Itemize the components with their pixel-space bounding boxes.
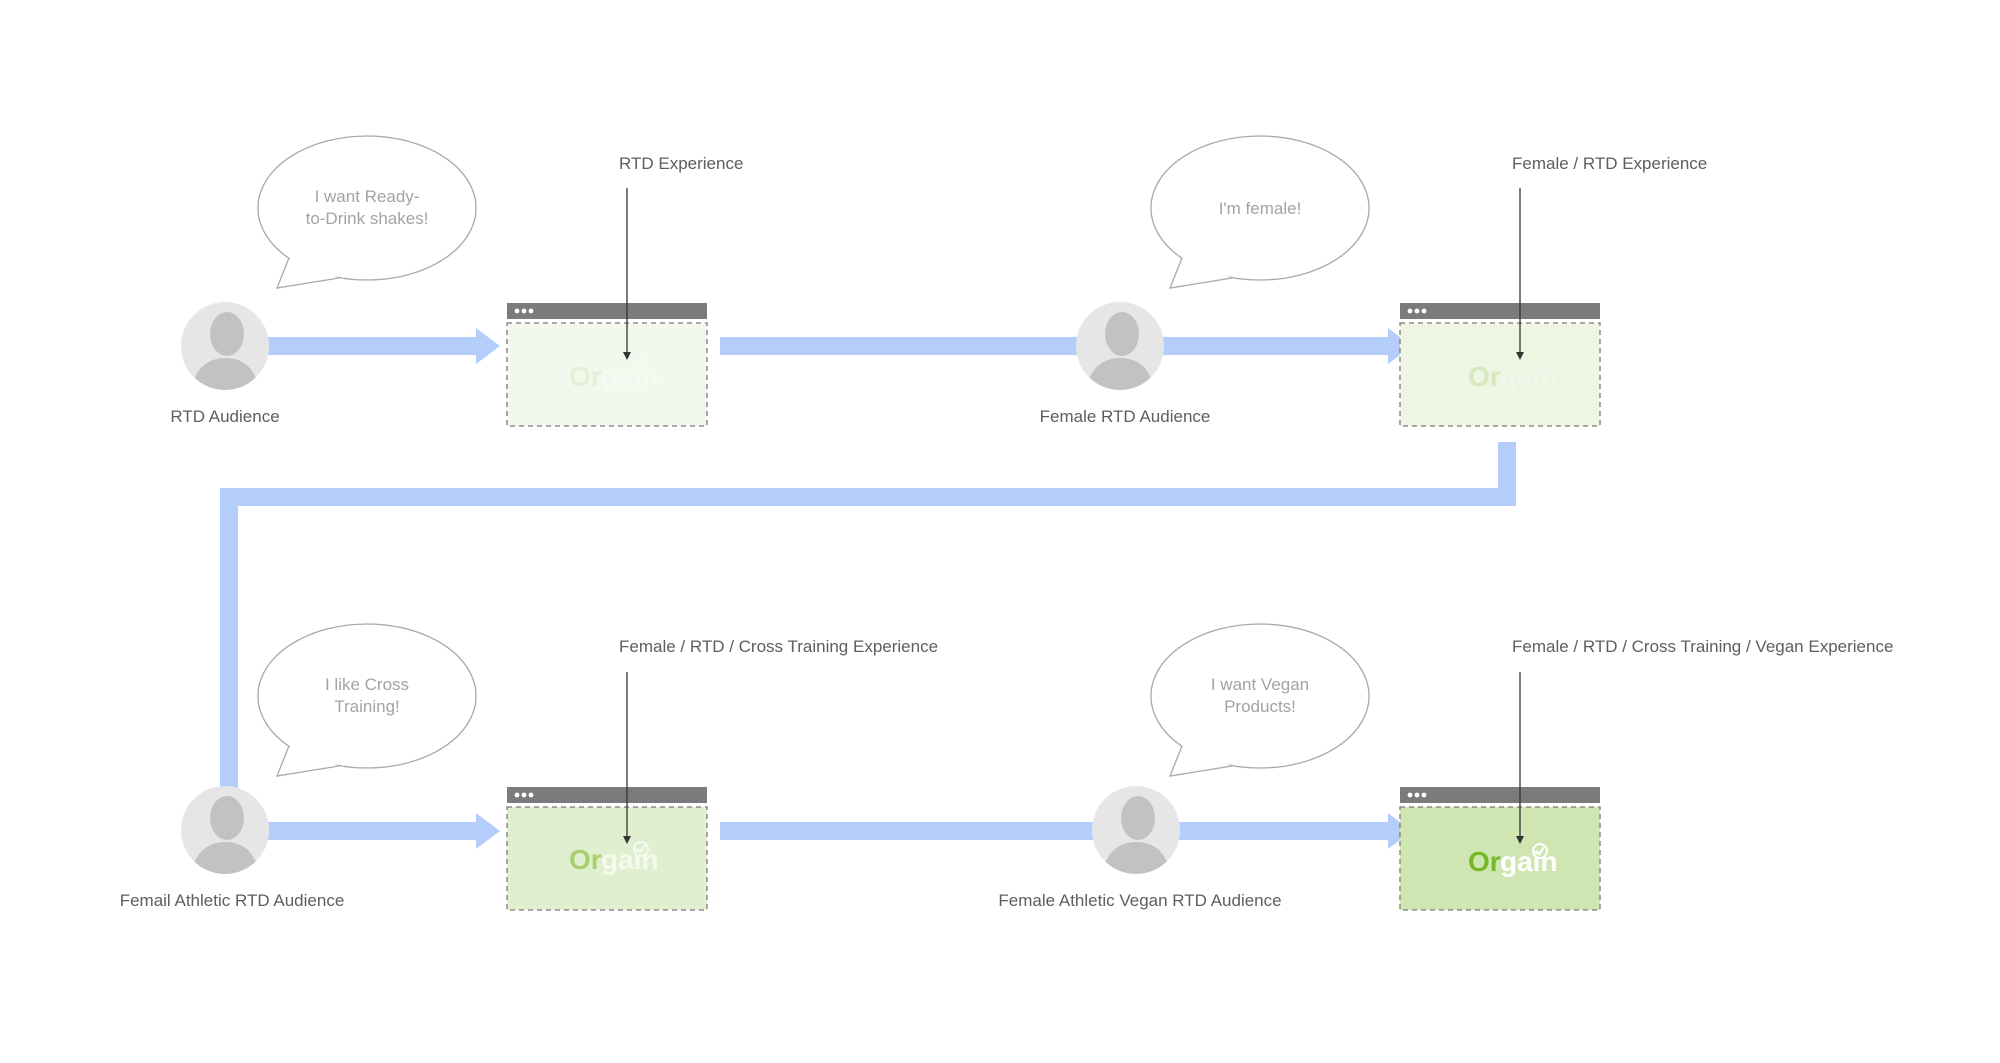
audience-label-2: Female RTD Audience xyxy=(1040,407,1211,426)
logo-text-gain: gain xyxy=(1500,361,1558,392)
check-leaf-icon xyxy=(633,358,649,374)
stage-1: I want Ready- to-Drink shakes! RTD Audie… xyxy=(170,135,743,427)
avatar-shoulders xyxy=(1102,842,1170,874)
logo-text-or: Or xyxy=(569,844,602,875)
window-dot xyxy=(1414,308,1420,314)
window-dot xyxy=(521,308,527,314)
window-dot xyxy=(1421,308,1427,314)
browser-window-body xyxy=(1399,322,1601,427)
flow-connector-across xyxy=(220,488,1516,506)
flow-arrow-audience4-to-experience4 xyxy=(1175,822,1390,840)
browser-window-1: Or gain xyxy=(506,303,708,427)
browser-window-titlebar xyxy=(507,303,707,319)
pointer-line-2 xyxy=(1516,188,1524,360)
flow-arrow-audience3-to-experience3 xyxy=(268,822,478,840)
speech-bubble-3: I like Cross Training! xyxy=(257,623,477,777)
speech-bubble-line-2: Products! xyxy=(1224,697,1296,716)
stage-2: I'm female! Female RTD Audience Female /… xyxy=(1040,135,1707,427)
browser-window-body xyxy=(1399,806,1601,911)
pointer-line-4 xyxy=(1516,672,1524,844)
speech-bubble-1: I want Ready- to-Drink shakes! xyxy=(257,135,477,289)
window-dot xyxy=(1407,792,1413,798)
speech-bubble-2: I'm female! xyxy=(1150,135,1370,289)
orgain-logo: Or gain xyxy=(1468,358,1558,392)
avatar-head xyxy=(210,796,244,840)
speech-bubble-outline xyxy=(257,135,477,281)
experience-label-4: Female / RTD / Cross Training / Vegan Ex… xyxy=(1512,637,1893,656)
speech-bubble-line-1: I'm female! xyxy=(1219,199,1302,218)
check-leaf-icon xyxy=(1532,358,1548,374)
stage-3: I like Cross Training! Femail Athletic R… xyxy=(120,623,938,911)
avatar-head xyxy=(1105,312,1139,356)
speech-bubble-tail xyxy=(1168,257,1233,289)
avatar-shoulders xyxy=(191,842,259,874)
logo-text-or: Or xyxy=(1468,361,1501,392)
speech-bubble-outline xyxy=(1150,135,1370,281)
stage-4: I want Vegan Products! Female Athletic V… xyxy=(998,623,1893,911)
speech-bubble-4: I want Vegan Products! xyxy=(1150,623,1370,777)
orgain-logo: Or gain xyxy=(1468,843,1558,877)
avatar-icon xyxy=(181,302,269,390)
experience-label-2: Female / RTD Experience xyxy=(1512,154,1707,173)
window-dot xyxy=(514,308,520,314)
window-dot xyxy=(1421,792,1427,798)
speech-bubble-tail xyxy=(1168,745,1233,777)
browser-window-2: Or gain xyxy=(1399,303,1601,427)
flow-arrowhead-3 xyxy=(476,813,500,849)
avatar-shoulders xyxy=(191,358,259,390)
logo-text-or: Or xyxy=(569,361,602,392)
flow-arrows xyxy=(220,328,1516,849)
orgain-logo: Or gain xyxy=(569,841,659,875)
experience-label-1: RTD Experience xyxy=(619,154,743,173)
avatar-head xyxy=(210,312,244,356)
browser-window-4: Or gain xyxy=(1399,787,1601,911)
check-leaf-icon xyxy=(633,841,649,857)
speech-bubble-line-2: Training! xyxy=(334,697,400,716)
browser-window-titlebar xyxy=(1400,787,1600,803)
logo-text-or: Or xyxy=(1468,846,1501,877)
window-dot xyxy=(1407,308,1413,314)
browser-window-3: Or gain xyxy=(506,787,708,911)
avatar-shoulders xyxy=(1086,358,1154,390)
browser-window-body xyxy=(506,322,708,427)
audience-label-4: Female Athletic Vegan RTD Audience xyxy=(998,891,1281,910)
pointer-line-3 xyxy=(623,672,631,844)
browser-window-body xyxy=(506,806,708,911)
avatar-icon xyxy=(1092,786,1180,874)
flow-arrow-audience1-to-experience1 xyxy=(268,337,478,355)
flow-connector-experience3-to-audience4 xyxy=(720,822,1105,840)
window-dot xyxy=(528,308,534,314)
flow-arrow-audience2-to-experience2 xyxy=(1160,337,1390,355)
window-dot xyxy=(528,792,534,798)
avatar-head xyxy=(1121,796,1155,840)
speech-bubble-line-1: I like Cross xyxy=(325,675,409,694)
window-dot xyxy=(514,792,520,798)
pointer-line-1 xyxy=(623,188,631,360)
check-leaf-icon xyxy=(1532,843,1548,859)
experience-label-3: Female / RTD / Cross Training Experience xyxy=(619,637,938,656)
speech-bubble-line-1: I want Ready- xyxy=(315,187,420,206)
flow-connector-experience1-to-audience2 xyxy=(720,337,1090,355)
avatar-icon xyxy=(181,786,269,874)
logo-text-gain: gain xyxy=(601,844,659,875)
flow-arrowhead-1 xyxy=(476,328,500,364)
browser-window-titlebar xyxy=(1400,303,1600,319)
speech-bubble-outline xyxy=(1150,623,1370,769)
audience-label-3: Femail Athletic RTD Audience xyxy=(120,891,345,910)
avatar-icon xyxy=(1076,302,1164,390)
window-dot xyxy=(521,792,527,798)
logo-text-gain: gain xyxy=(1500,846,1558,877)
flow-connector-drop xyxy=(220,488,238,788)
audience-label-1: RTD Audience xyxy=(170,407,279,426)
speech-bubble-outline xyxy=(257,623,477,769)
speech-bubble-tail xyxy=(275,257,340,289)
browser-window-titlebar xyxy=(507,787,707,803)
window-dot xyxy=(1414,792,1420,798)
orgain-logo: Or gain xyxy=(569,358,659,392)
speech-bubble-line-1: I want Vegan xyxy=(1211,675,1309,694)
logo-text-gain: gain xyxy=(601,361,659,392)
speech-bubble-tail xyxy=(275,745,340,777)
speech-bubble-line-2: to-Drink shakes! xyxy=(306,209,429,228)
